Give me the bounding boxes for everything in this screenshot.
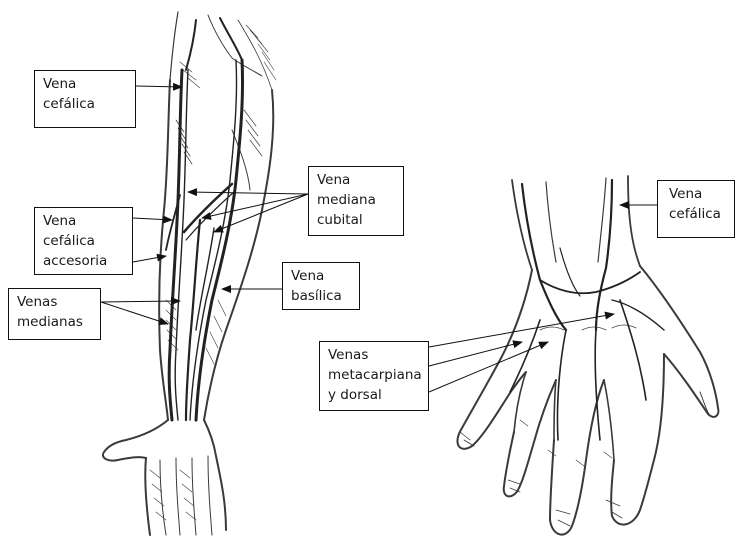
arrow-metacarpiana-2 [429,342,522,366]
label-venas-metacarpiana-dorsal: Venas metacarpiana y dorsal [319,341,429,411]
arrow-mediana-cubital-1 [188,192,308,194]
hand-veins [510,180,664,440]
arrow-metacarpiana-3 [429,342,548,392]
label-vena-cefalica-mano: Vena cefálica [657,180,735,238]
forearm-veins [166,18,243,420]
label-vena-mediana-cubital: Vena mediana cubital [308,166,404,236]
label-vena-basilica: Vena basílica [282,262,360,310]
arrow-cefalica-accesoria-1 [133,218,172,220]
label-vena-cefalica: Vena cefálica [34,70,136,128]
label-venas-medianas: Venas medianas [8,288,101,340]
label-vena-cefalica-accesoria: Vena cefálica accesoria [34,207,133,275]
arrow-venas-medianas-2 [101,302,168,324]
arrow-cefalica [136,86,182,87]
